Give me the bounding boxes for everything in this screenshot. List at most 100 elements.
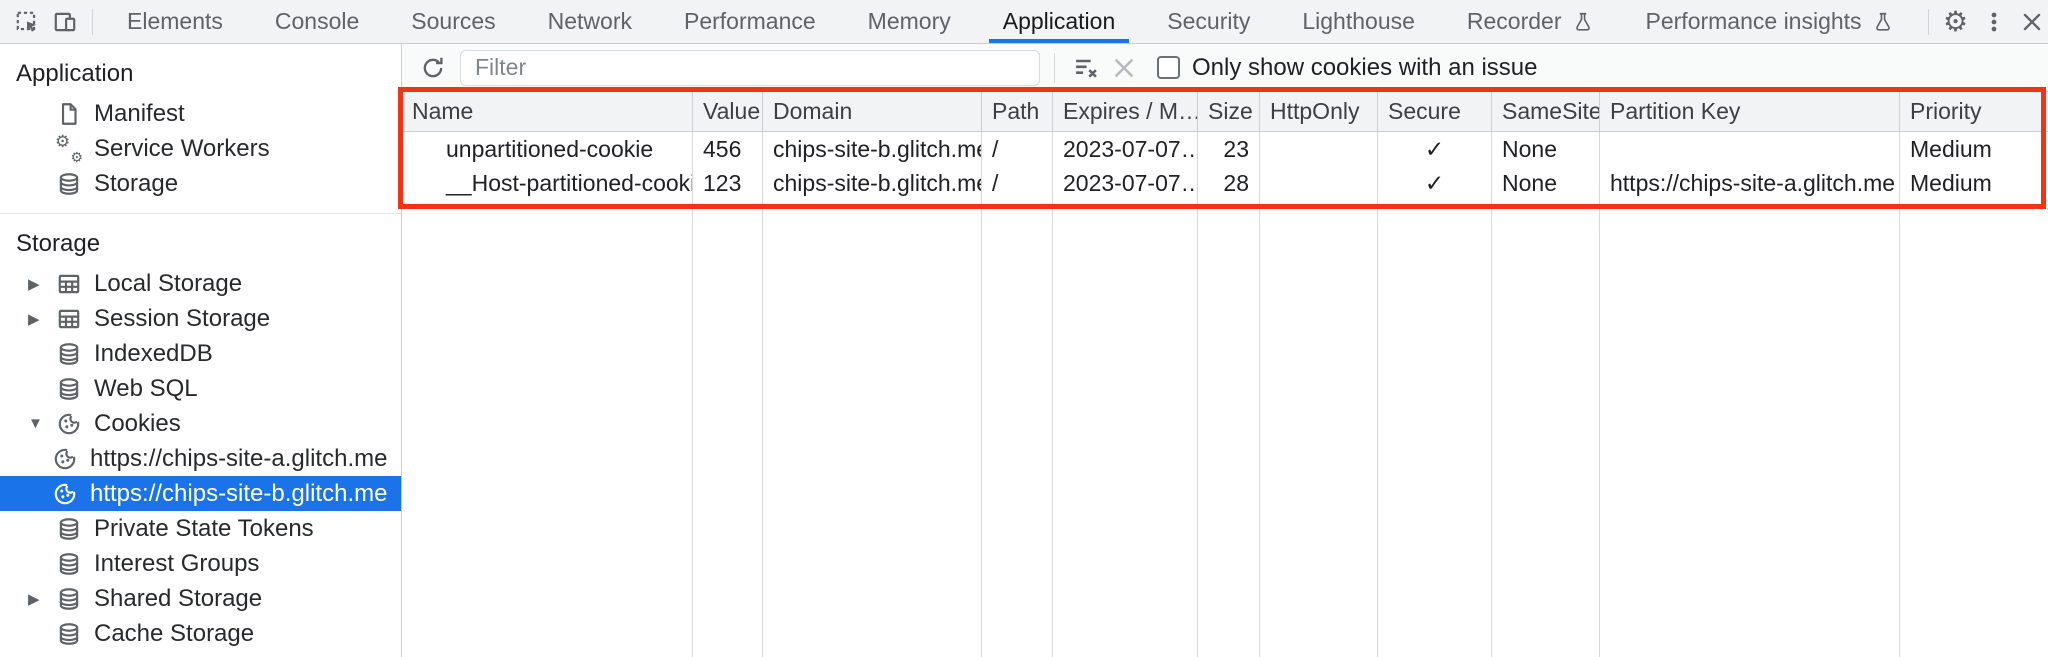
- sidebar-item-shared-storage[interactable]: ▶ Shared Storage: [28, 584, 263, 612]
- expand-arrow-icon[interactable]: ▶: [28, 590, 40, 608]
- only-issue-label: Only show cookies with an issue: [1192, 53, 1538, 81]
- cell-path[interactable]: /: [982, 132, 1053, 166]
- tab-network[interactable]: Network: [547, 8, 632, 34]
- database-icon: [56, 516, 82, 542]
- sidebar-item-indexeddb[interactable]: IndexedDB: [0, 336, 401, 371]
- tab-performance-insights[interactable]: Performance insights: [1620, 0, 1920, 43]
- devtools-tabbar: Elements Console Sources Network Perform…: [0, 0, 2048, 44]
- column-header-httponly[interactable]: HttpOnly: [1260, 92, 1378, 132]
- cookie-icon: [52, 446, 78, 472]
- cell-priority[interactable]: Medium: [1910, 135, 1992, 162]
- tab-lighthouse[interactable]: Lighthouse: [1302, 8, 1415, 34]
- column-header-samesite[interactable]: SameSite: [1492, 92, 1600, 132]
- empty-row-cell[interactable]: [982, 200, 1053, 234]
- sidebar-item-web-sql[interactable]: Web SQL: [0, 371, 401, 406]
- tabbar-divider: [92, 8, 93, 35]
- sidebar-section-application: Application: [16, 60, 134, 87]
- table-filler: [1260, 234, 1378, 657]
- filter-input[interactable]: [460, 49, 1040, 86]
- empty-row-cell[interactable]: [1900, 200, 2048, 234]
- tab-security[interactable]: Security: [1167, 8, 1251, 34]
- cell-httponly[interactable]: [1260, 166, 1378, 200]
- tab-sources[interactable]: Sources: [411, 8, 496, 34]
- cell-name[interactable]: __Host-partitioned-cookie: [402, 166, 693, 200]
- cell-domain[interactable]: chips-site-b.glitch.me: [763, 132, 982, 166]
- sidebar-item-storage[interactable]: Storage: [0, 166, 401, 201]
- empty-row-cell[interactable]: [693, 200, 763, 234]
- tab-recorder[interactable]: Recorder: [1441, 0, 1620, 43]
- empty-row-cell[interactable]: [763, 200, 982, 234]
- cell-expires[interactable]: 2023-07-07…: [1053, 132, 1198, 166]
- column-header-expires[interactable]: Expires / M…: [1053, 92, 1198, 132]
- empty-row-cell[interactable]: [1053, 200, 1198, 234]
- empty-row-cell[interactable]: [1198, 200, 1260, 234]
- cell-path[interactable]: /: [982, 166, 1053, 200]
- cell-samesite[interactable]: None: [1492, 132, 1600, 166]
- cell-expires[interactable]: 2023-07-07…: [1053, 166, 1198, 200]
- sidebar-item-private-state-tokens[interactable]: Private State Tokens: [0, 511, 401, 546]
- table-filler: [1053, 234, 1198, 657]
- settings-gear-icon[interactable]: ⚙: [1943, 5, 1969, 37]
- sidebar-item-cache-storage[interactable]: Cache Storage: [0, 616, 401, 651]
- empty-row-cell[interactable]: [1492, 200, 1600, 234]
- table-filler: [1900, 234, 2048, 657]
- inspect-element-icon[interactable]: [8, 3, 46, 41]
- cell-priority[interactable]: Medium: [1910, 169, 1992, 196]
- empty-row-cell[interactable]: [1378, 200, 1492, 234]
- table-filler: [402, 234, 693, 657]
- tab-elements[interactable]: Elements: [127, 8, 223, 34]
- column-header-name[interactable]: Name: [402, 92, 693, 132]
- flask-icon: [1872, 11, 1894, 33]
- tab-console[interactable]: Console: [274, 8, 360, 34]
- expand-arrow-icon[interactable]: ▶: [28, 275, 40, 293]
- sidebar-item-cookies-chips-site-b[interactable]: https://chips-site-b.glitch.me: [0, 476, 401, 511]
- cell-size[interactable]: 28: [1198, 166, 1260, 200]
- cell-name[interactable]: unpartitioned-cookie: [402, 132, 693, 166]
- cell-partition-key[interactable]: https://chips-site-a.glitch.me: [1600, 166, 1900, 200]
- cell-domain[interactable]: chips-site-b.glitch.me: [763, 166, 982, 200]
- cell-httponly[interactable]: [1260, 132, 1378, 166]
- tab-performance[interactable]: Performance: [684, 8, 816, 34]
- sidebar-item-local-storage[interactable]: ▶ Local Storage: [28, 269, 243, 297]
- empty-row-cell[interactable]: [1260, 200, 1378, 234]
- close-devtools-icon[interactable]: [2013, 3, 2048, 41]
- table-filler: [1600, 234, 1900, 657]
- cell-secure-checkmark[interactable]: ✓: [1378, 166, 1492, 200]
- sidebar-item-session-storage[interactable]: ▶ Session Storage: [28, 304, 271, 332]
- only-issue-checkbox[interactable]: [1157, 56, 1180, 79]
- cell-secure-checkmark[interactable]: ✓: [1378, 132, 1492, 166]
- sidebar-item-cookies-chips-site-a[interactable]: https://chips-site-a.glitch.me: [0, 441, 401, 476]
- table-filler: [1378, 234, 1492, 657]
- cell-value[interactable]: 456: [693, 132, 763, 166]
- tab-memory[interactable]: Memory: [867, 8, 951, 34]
- collapse-arrow-icon[interactable]: ▼: [28, 415, 43, 432]
- column-header-partition-key[interactable]: Partition Key: [1600, 92, 1900, 132]
- database-icon: [56, 171, 82, 197]
- clear-all-cookies-icon[interactable]: [1067, 49, 1105, 87]
- sidebar-item-cookies[interactable]: ▼ Cookies: [28, 409, 181, 437]
- empty-row-cell[interactable]: [402, 200, 693, 234]
- expand-arrow-icon[interactable]: ▶: [28, 310, 40, 328]
- tab-application[interactable]: Application: [977, 0, 1142, 43]
- cell-partition-key[interactable]: [1600, 132, 1900, 166]
- column-header-value[interactable]: Value: [693, 92, 763, 132]
- panel-tabs: Elements Console Sources Network Perform…: [101, 0, 1920, 43]
- cell-size[interactable]: 23: [1198, 132, 1260, 166]
- column-header-path[interactable]: Path: [982, 92, 1053, 132]
- more-options-icon[interactable]: [1975, 3, 2013, 41]
- column-header-secure[interactable]: Secure: [1378, 92, 1492, 132]
- sidebar-item-interest-groups[interactable]: Interest Groups: [0, 546, 401, 581]
- column-header-domain[interactable]: Domain: [763, 92, 982, 132]
- sidebar-item-service-workers[interactable]: ⚙ ⚙ Service Workers: [55, 131, 270, 165]
- sidebar-item-manifest[interactable]: Manifest: [0, 96, 401, 131]
- cell-value[interactable]: 123: [693, 166, 763, 200]
- refresh-icon[interactable]: [414, 49, 452, 87]
- column-header-size[interactable]: Size: [1198, 92, 1260, 132]
- table-filler: [763, 234, 982, 657]
- empty-row-cell[interactable]: [1600, 200, 1900, 234]
- cell-samesite[interactable]: None: [1492, 166, 1600, 200]
- column-header-priority[interactable]: Priority: [1900, 92, 2048, 132]
- cookie-icon: [52, 481, 78, 507]
- device-toolbar-icon[interactable]: [46, 3, 84, 41]
- delete-selected-icon[interactable]: [1105, 49, 1143, 87]
